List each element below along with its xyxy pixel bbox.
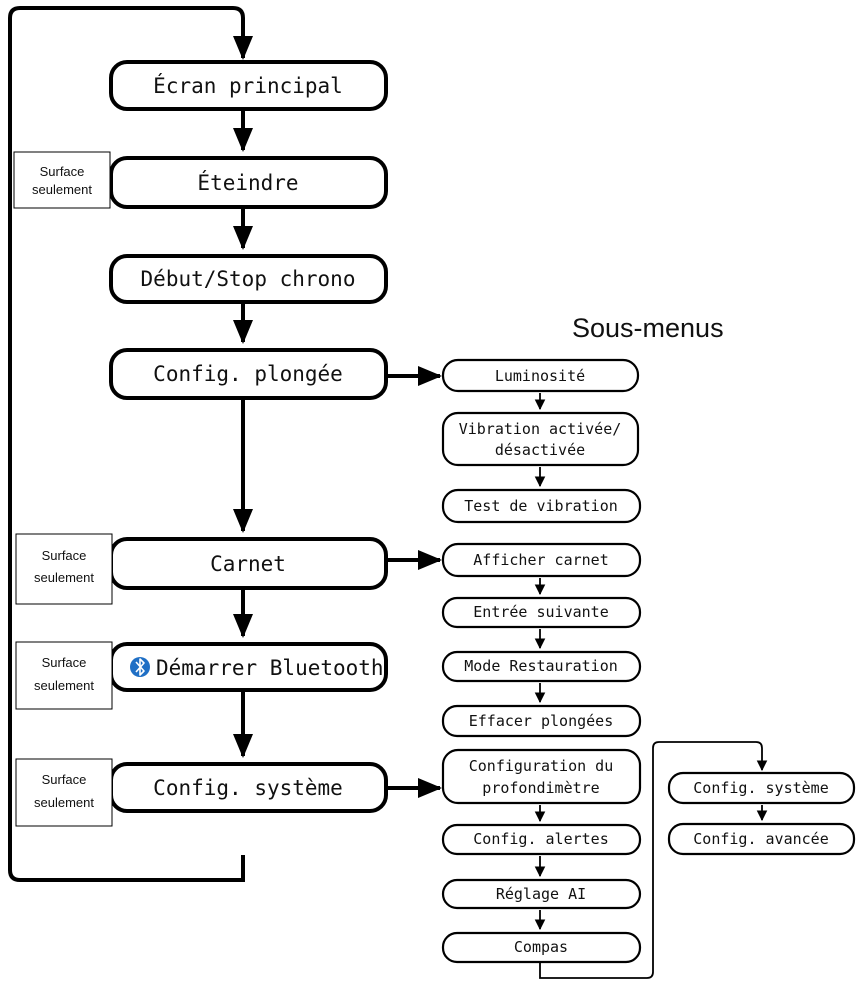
sub-submenu-item-config-avancee[interactable]: Config. avancée bbox=[667, 822, 856, 856]
surface-only-note: Surface seulement bbox=[15, 533, 113, 605]
menu-item-carnet[interactable]: Carnet bbox=[109, 537, 388, 590]
submenu-item-reglage-ai[interactable]: Réglage AI bbox=[441, 878, 642, 910]
submenu-item-label: Compas bbox=[514, 938, 568, 956]
submenu-item-effacer-plongees[interactable]: Effacer plongées bbox=[441, 704, 642, 738]
menu-item-debut-stop-chrono[interactable]: Début/Stop chrono bbox=[109, 254, 388, 304]
submenu-config-systeme: Configuration du profondimètre Config. a… bbox=[441, 748, 642, 964]
submenu-item-entree-suivante[interactable]: Entrée suivante bbox=[441, 596, 642, 629]
menu-loop-connector bbox=[8, 6, 253, 882]
submenu-item-test-vibration[interactable]: Test de vibration bbox=[441, 488, 642, 524]
bluetooth-icon bbox=[130, 657, 150, 677]
sub-submenu: Config. système Config. avancée bbox=[667, 771, 856, 856]
compas-submenu-connector bbox=[539, 741, 768, 979]
sub-submenu-item-config-systeme[interactable]: Config. système bbox=[667, 771, 856, 805]
surface-only-note: Surface seulement bbox=[15, 758, 113, 827]
note-line: seulement bbox=[34, 795, 94, 810]
note-line: seulement bbox=[32, 182, 92, 197]
note-line: Surface bbox=[42, 655, 87, 670]
submenu-item-label: Effacer plongées bbox=[469, 712, 614, 730]
submenu-item-label: Afficher carnet bbox=[473, 551, 608, 569]
surface-only-note: Surface seulement bbox=[15, 641, 113, 710]
note-line: seulement bbox=[34, 570, 94, 585]
submenu-item-luminosite[interactable]: Luminosité bbox=[441, 358, 640, 393]
submenu-item-label: Réglage AI bbox=[496, 885, 586, 903]
submenu-item-label: désactivée bbox=[495, 441, 585, 459]
submenu-item-label: Config. système bbox=[693, 779, 828, 797]
submenu-arrows bbox=[388, 366, 442, 798]
submenu-config-plongee: Luminosité Vibration activée/ désactivée… bbox=[441, 358, 642, 524]
menu-item-eteindre[interactable]: Éteindre bbox=[109, 156, 388, 209]
submenu-item-afficher-carnet[interactable]: Afficher carnet bbox=[441, 542, 642, 578]
submenu-item-label: Config. avancée bbox=[693, 830, 828, 848]
submenu-item-label: Configuration du bbox=[469, 757, 614, 775]
note-line: Surface bbox=[40, 164, 85, 179]
submenu-carnet: Afficher carnet Entrée suivante Mode Res… bbox=[441, 542, 642, 738]
menu-item-label: Démarrer Bluetooth bbox=[156, 656, 384, 680]
note-line: Surface bbox=[42, 772, 87, 787]
submenus-heading: Sous-menus bbox=[572, 313, 724, 343]
menu-item-label: Écran principal bbox=[153, 73, 343, 98]
menu-item-label: Début/Stop chrono bbox=[141, 267, 356, 291]
menu-item-ecran-principal[interactable]: Écran principal bbox=[109, 60, 388, 111]
menu-item-label: Carnet bbox=[210, 552, 286, 576]
menu-item-label: Config. plongée bbox=[153, 362, 343, 386]
menu-item-config-systeme[interactable]: Config. système bbox=[109, 762, 388, 813]
submenu-item-label: Test de vibration bbox=[464, 497, 618, 515]
submenu-item-label: Luminosité bbox=[495, 367, 585, 385]
submenu-item-label: Config. alertes bbox=[473, 830, 608, 848]
menu-item-demarrer-bluetooth[interactable]: Démarrer Bluetooth bbox=[109, 642, 388, 692]
submenu-item-vibration[interactable]: Vibration activée/ désactivée bbox=[441, 411, 640, 467]
submenu-item-label: Mode Restauration bbox=[464, 657, 618, 675]
menu-item-label: Config. système bbox=[153, 776, 343, 800]
surface-only-note: Surface seulement bbox=[13, 151, 111, 209]
note-line: seulement bbox=[34, 678, 94, 693]
submenu-item-mode-restauration[interactable]: Mode Restauration bbox=[441, 650, 642, 683]
submenu-chain-arrows bbox=[534, 393, 768, 931]
main-menu: Écran principal Éteindre Début/Stop chro… bbox=[109, 60, 388, 813]
note-line: Surface bbox=[42, 548, 87, 563]
menu-item-label: Éteindre bbox=[197, 170, 298, 195]
submenu-item-label: Vibration activée/ bbox=[459, 420, 622, 438]
submenu-item-label: profondimètre bbox=[482, 779, 599, 797]
menu-item-config-plongee[interactable]: Config. plongée bbox=[109, 348, 388, 400]
submenu-item-label: Entrée suivante bbox=[473, 603, 608, 621]
submenu-item-config-alertes[interactable]: Config. alertes bbox=[441, 823, 642, 856]
surface-notes: Surface seulement Surface seulement Surf… bbox=[13, 151, 113, 827]
submenu-item-compas[interactable]: Compas bbox=[441, 931, 642, 964]
submenu-item-configuration-profondimetre[interactable]: Configuration du profondimètre bbox=[441, 748, 642, 805]
